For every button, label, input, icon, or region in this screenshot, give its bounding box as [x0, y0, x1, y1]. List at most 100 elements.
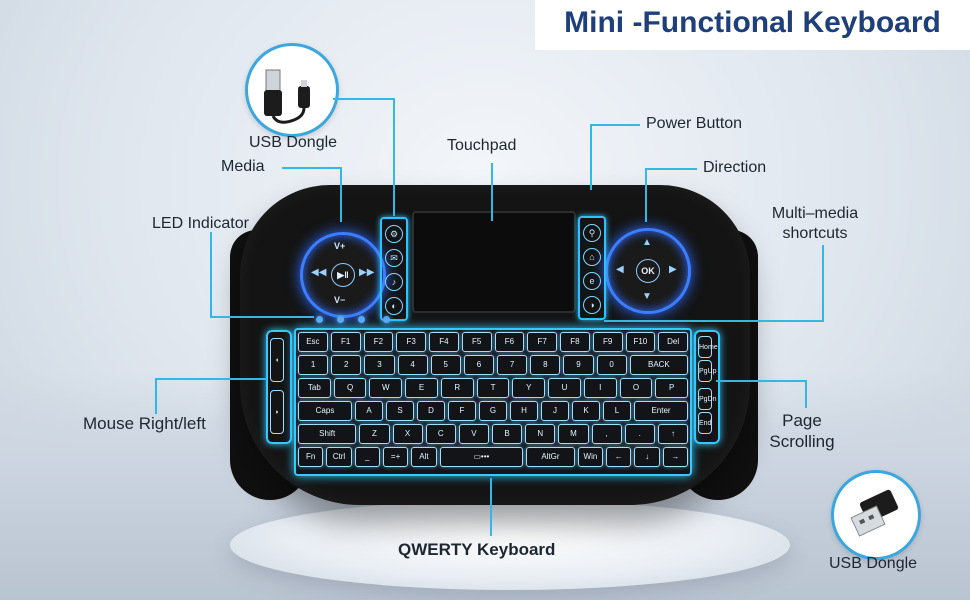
key[interactable]: 8 — [530, 355, 561, 375]
mouse-left-icon[interactable]: ◖ — [270, 338, 284, 382]
key[interactable]: F6 — [494, 332, 525, 352]
led-indicator-2 — [337, 316, 344, 323]
key[interactable]: → — [662, 447, 689, 467]
key[interactable]: 5 — [430, 355, 461, 375]
key[interactable]: 6 — [463, 355, 495, 375]
key[interactable]: Alt — [411, 447, 437, 467]
key[interactable]: ← — [606, 447, 632, 467]
key[interactable]: 3 — [364, 355, 395, 375]
key[interactable]: Ctrl — [326, 447, 352, 467]
key[interactable]: Enter — [634, 401, 688, 421]
key[interactable]: Win — [577, 447, 604, 467]
home-icon[interactable]: ⌂ — [583, 248, 601, 266]
mail-icon[interactable]: ✉ — [385, 249, 403, 267]
key[interactable]: F1 — [330, 332, 361, 352]
key[interactable]: C — [425, 424, 456, 444]
key[interactable]: Y — [512, 378, 546, 398]
key[interactable]: 4 — [397, 355, 428, 375]
key[interactable]: L — [603, 401, 631, 421]
key[interactable]: J — [541, 401, 569, 421]
key[interactable]: A — [355, 401, 383, 421]
mouse-icon[interactable]: ◐ — [385, 297, 403, 315]
led-indicator-4 — [383, 316, 390, 323]
key[interactable]: Z — [359, 424, 390, 444]
touchpad-lead — [491, 163, 493, 221]
volume-up-label: V+ — [334, 241, 346, 251]
key[interactable]: Tab — [298, 378, 331, 398]
key[interactable]: O — [619, 378, 653, 398]
key[interactable]: Fn — [298, 447, 324, 467]
key[interactable]: 9 — [563, 355, 594, 375]
key[interactable]: N — [525, 424, 556, 444]
home-key[interactable]: Home — [698, 336, 718, 358]
pgdn-key[interactable]: PgDn — [698, 388, 717, 410]
ok-button[interactable]: OK — [636, 259, 660, 283]
key[interactable]: Del — [658, 332, 688, 352]
key[interactable]: 2 — [331, 355, 362, 375]
key[interactable]: ↑ — [657, 424, 689, 444]
touchpad[interactable] — [412, 211, 576, 313]
media-dial[interactable]: V+ V− ◀◀ ▶▶ ▶‖ — [300, 232, 386, 318]
key[interactable]: U — [548, 378, 581, 398]
key[interactable]: ▭••• — [439, 447, 524, 467]
key[interactable]: Caps — [298, 401, 352, 421]
key[interactable]: Shift — [298, 424, 357, 444]
play-pause-icon[interactable]: ▶‖ — [331, 263, 355, 287]
led-indicator-label: LED Indicator — [152, 215, 249, 232]
key[interactable]: S — [386, 401, 414, 421]
key[interactable]: I — [583, 378, 617, 398]
key[interactable]: F9 — [592, 332, 623, 352]
key[interactable]: D — [417, 401, 445, 421]
key[interactable]: =+ — [382, 447, 409, 467]
key[interactable]: 7 — [497, 355, 528, 375]
multimedia-shortcuts-label: Multi–media shortcuts — [755, 204, 875, 244]
mute-icon[interactable]: ♪ — [385, 273, 403, 291]
key[interactable]: F5 — [461, 332, 492, 352]
key[interactable]: , — [591, 424, 622, 444]
key[interactable]: W — [369, 378, 403, 398]
key[interactable]: H — [510, 401, 538, 421]
usb-lead-h — [333, 98, 393, 100]
power-lead-h — [590, 124, 640, 126]
key[interactable]: Q — [333, 378, 367, 398]
key[interactable]: K — [572, 401, 600, 421]
key[interactable]: 0 — [596, 355, 627, 375]
key[interactable]: . — [624, 424, 655, 444]
key[interactable]: T — [476, 378, 510, 398]
end-key[interactable]: End — [698, 412, 712, 434]
mouse-button-icon[interactable]: ◑ — [583, 296, 601, 314]
key[interactable]: ↓ — [634, 447, 660, 467]
key[interactable]: V — [458, 424, 490, 444]
key[interactable]: F7 — [527, 332, 557, 352]
qwerty-keyboard-label: QWERTY Keyboard — [398, 540, 556, 559]
key[interactable]: B — [492, 424, 523, 444]
left-arrow-icon: ◀ — [616, 264, 624, 275]
led-lead-h — [210, 316, 314, 318]
key[interactable]: G — [479, 401, 507, 421]
right-arrow-icon: ▶ — [669, 264, 677, 275]
key[interactable]: Esc — [298, 332, 328, 352]
key[interactable]: 1 — [298, 355, 329, 375]
key[interactable]: F8 — [560, 332, 590, 352]
settings-icon[interactable]: ⚙ — [385, 225, 403, 243]
key[interactable]: M — [558, 424, 589, 444]
key[interactable]: E — [405, 378, 438, 398]
key[interactable]: F3 — [396, 332, 426, 352]
search-icon[interactable]: ⚲ — [583, 224, 601, 242]
key[interactable]: F10 — [625, 332, 656, 352]
pgup-key[interactable]: PgUp — [698, 360, 717, 382]
key[interactable]: AltGr — [526, 447, 575, 467]
key[interactable]: X — [392, 424, 423, 444]
key[interactable]: _ — [354, 447, 380, 467]
browser-icon[interactable]: e — [583, 272, 601, 290]
key[interactable]: F — [448, 401, 476, 421]
key[interactable]: F2 — [363, 332, 394, 352]
key[interactable]: F4 — [429, 332, 459, 352]
key[interactable]: P — [655, 378, 689, 398]
key[interactable]: BACK — [629, 355, 689, 375]
key[interactable]: R — [440, 378, 474, 398]
mouse-right-icon[interactable]: ◗ — [270, 390, 284, 434]
page-lead-h — [716, 380, 806, 382]
direction-dial[interactable]: ▲ ▼ ◀ ▶ OK — [605, 228, 691, 314]
